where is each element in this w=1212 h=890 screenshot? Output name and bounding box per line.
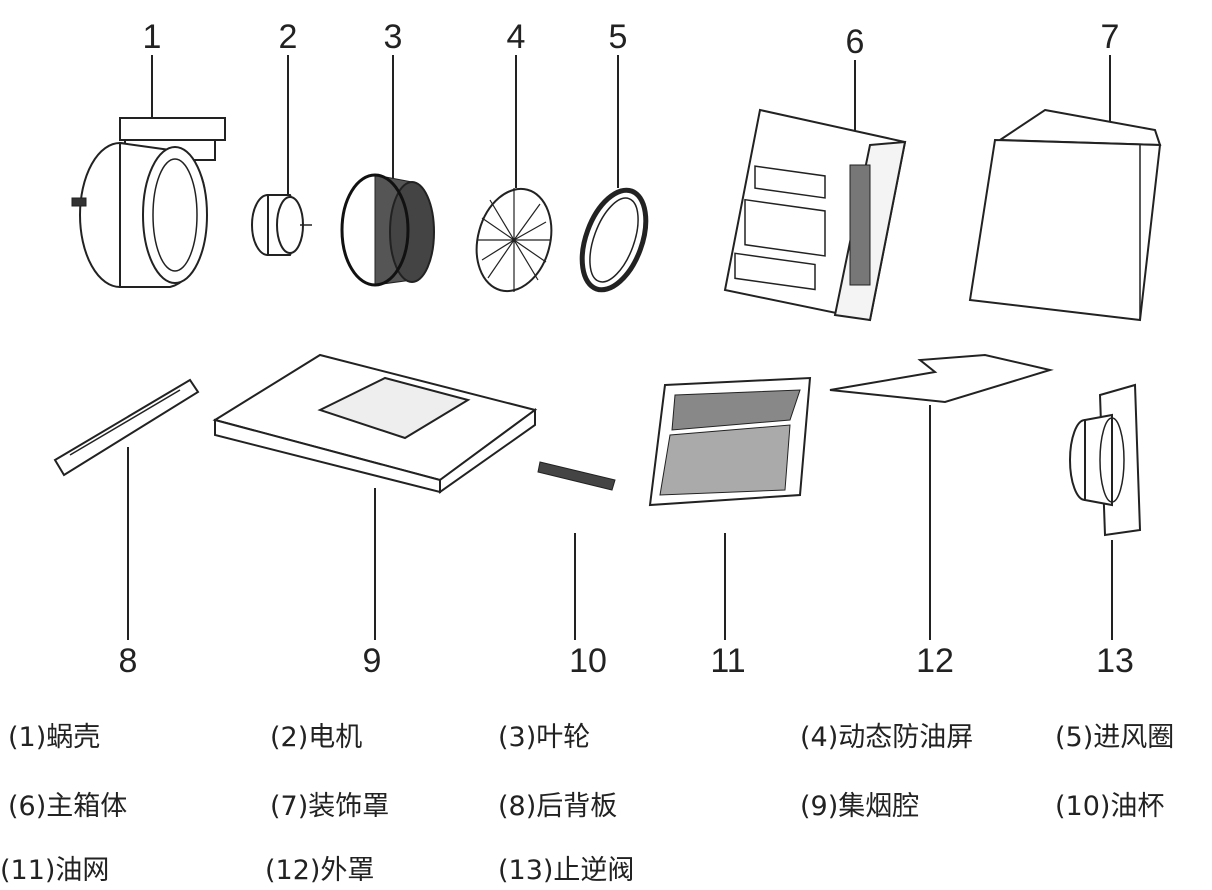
part-11-oil-mesh <box>648 376 812 640</box>
legend-item-6: (6)主箱体 <box>8 791 128 822</box>
legend-item-8: (8)后背板 <box>498 791 618 822</box>
legend-item-13: (13)止逆阀 <box>498 855 635 886</box>
callout-3: 3 <box>384 18 403 56</box>
part-2-motor <box>251 55 312 256</box>
callout-13: 13 <box>1096 642 1134 680</box>
part-1-volute <box>71 55 226 288</box>
callout-12: 12 <box>916 642 954 680</box>
callout-9: 9 <box>363 642 382 680</box>
part-13-check-valve <box>1069 383 1142 640</box>
legend-item-9: (9)集烟腔 <box>800 791 920 822</box>
part-12-outer-cover <box>829 353 1054 640</box>
part-4-oil-screen <box>475 55 553 293</box>
part-9-smoke-chamber <box>212 353 538 640</box>
callout-6: 6 <box>846 23 865 61</box>
legend-item-1: (1)蜗壳 <box>8 722 101 753</box>
legend-item-2: (2)电机 <box>270 722 363 753</box>
legend-item-7: (7)装饰罩 <box>270 791 390 822</box>
part-6-main-box <box>723 60 907 322</box>
callout-7: 7 <box>1101 18 1120 56</box>
part-7-decorative-cover <box>968 55 1162 322</box>
part-10-oil-cup <box>537 461 616 640</box>
part-3-impeller <box>340 55 435 287</box>
callout-5: 5 <box>609 18 628 56</box>
callout-2: 2 <box>279 18 298 56</box>
legend-item-4: (4)动态防油屏 <box>800 722 974 753</box>
callout-8: 8 <box>119 642 138 680</box>
callout-1: 1 <box>143 18 162 56</box>
callout-11: 11 <box>710 642 745 680</box>
part-5-intake-ring <box>579 55 649 293</box>
callout-4: 4 <box>507 18 526 56</box>
legend-item-3: (3)叶轮 <box>498 722 591 753</box>
legend-item-11: (11)油网 <box>0 855 110 886</box>
callout-10: 10 <box>569 642 607 680</box>
part-8-back-panel <box>53 378 200 640</box>
legend-item-10: (10)油杯 <box>1055 791 1165 822</box>
exploded-parts-diagram: 1 2 3 4 5 6 7 8 9 10 11 12 13 <box>53 18 1162 680</box>
legend-item-5: (5)进风圈 <box>1055 722 1175 753</box>
legend-item-12: (12)外罩 <box>265 855 375 886</box>
